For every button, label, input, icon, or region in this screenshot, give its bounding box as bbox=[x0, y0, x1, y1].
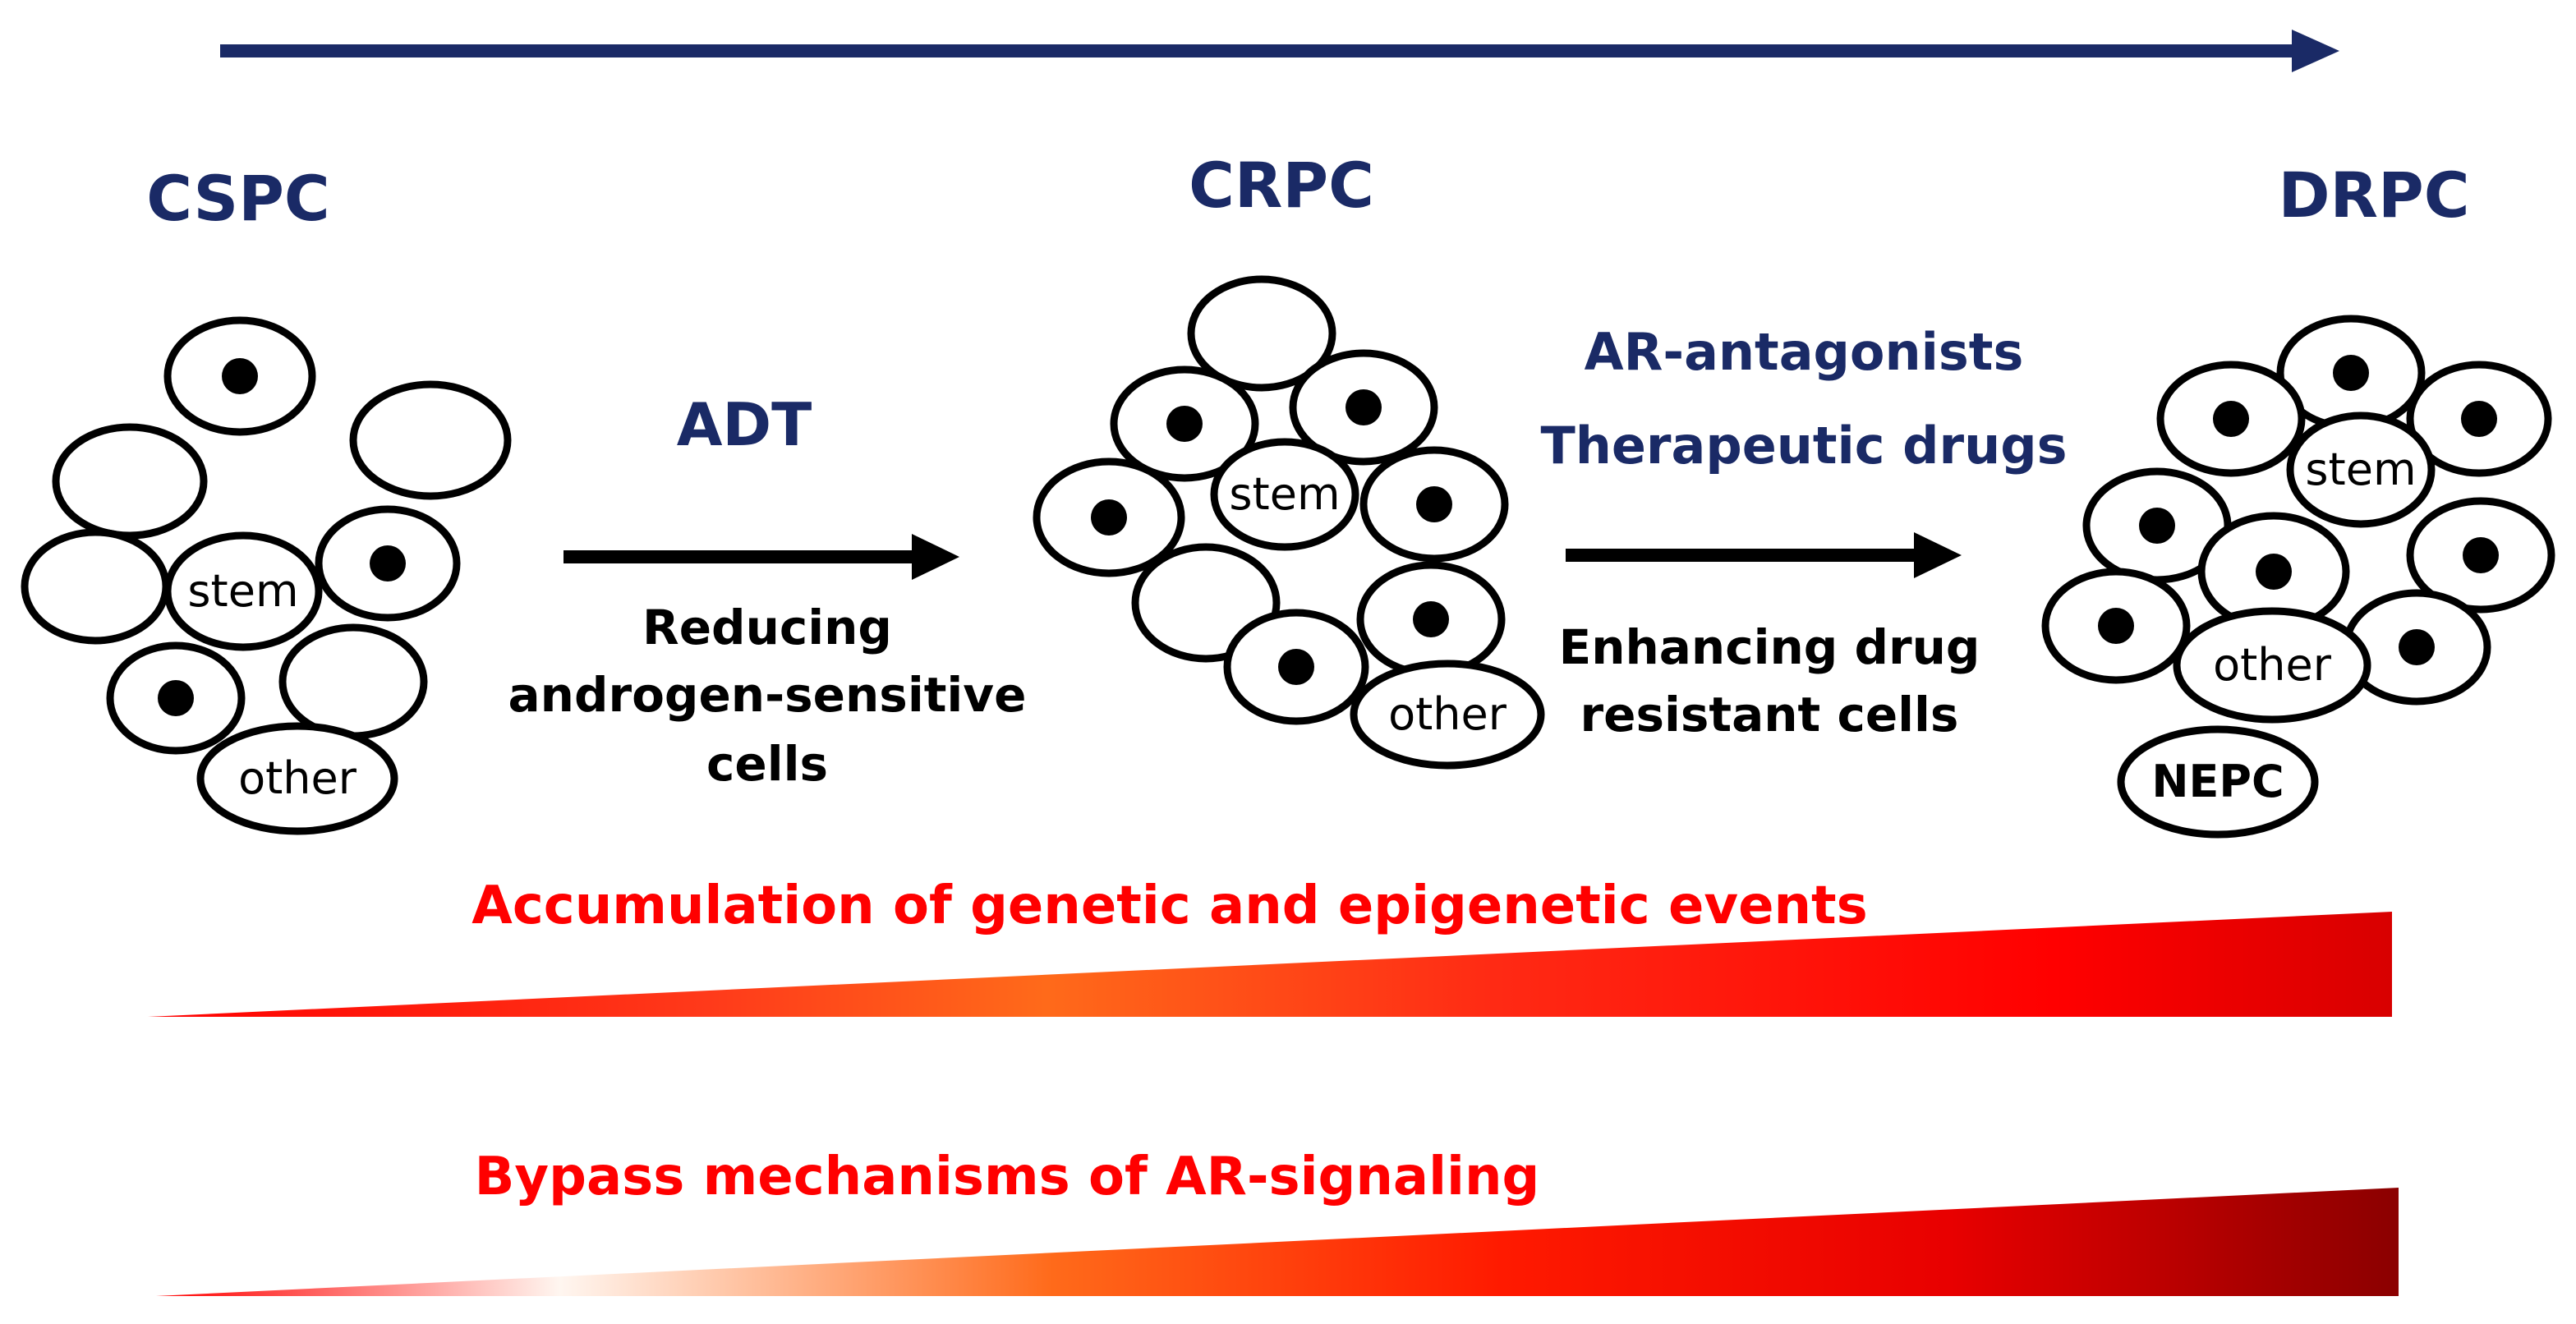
bypass-mechanisms-label: Bypass mechanisms of AR-signaling bbox=[475, 1147, 1540, 1207]
nucleus bbox=[1091, 499, 1127, 536]
stage-title-cspc: CSPC bbox=[146, 162, 329, 235]
step1-arrow bbox=[564, 534, 959, 580]
nucleus bbox=[1416, 486, 1452, 522]
cell bbox=[21, 528, 170, 645]
other-label: other bbox=[238, 752, 357, 804]
step2-arrow bbox=[1566, 532, 1962, 578]
step2-agent-2: Therapeutic drugs bbox=[1540, 416, 2067, 476]
cell bbox=[1187, 275, 1336, 392]
stem-label: stem bbox=[1229, 468, 1340, 520]
nepc-cell bbox=[2117, 725, 2319, 839]
stem-cell bbox=[1210, 438, 1359, 551]
other-cell bbox=[2173, 607, 2371, 724]
other-cell bbox=[196, 722, 398, 835]
nucleus bbox=[2333, 355, 2369, 391]
nucleus bbox=[2213, 401, 2249, 437]
nucleus bbox=[370, 545, 406, 582]
genetic-events-wedge bbox=[148, 912, 2392, 1017]
nucleus bbox=[2139, 508, 2175, 544]
drpc-cell-cluster: stem other NEPC bbox=[2041, 315, 2555, 839]
nucleus bbox=[1346, 389, 1382, 425]
step1-effect-line3: cells bbox=[706, 736, 828, 792]
nucleus bbox=[2098, 608, 2134, 644]
nucleus bbox=[2399, 629, 2435, 665]
cell bbox=[349, 380, 512, 500]
nucleus bbox=[2463, 537, 2499, 573]
stem-cell bbox=[2286, 411, 2436, 528]
stem-cell bbox=[163, 531, 323, 651]
stage-title-crpc: CRPC bbox=[1189, 149, 1374, 222]
step1-agent: ADT bbox=[677, 390, 812, 459]
progression-arrow bbox=[220, 30, 2339, 72]
cell bbox=[52, 423, 208, 540]
step2-effect-line2: resistant cells bbox=[1580, 687, 1959, 742]
genetic-events-label: Accumulation of genetic and epigenetic e… bbox=[472, 876, 1867, 936]
stem-label: stem bbox=[2305, 444, 2416, 495]
cspc-cell-cluster: stem other bbox=[21, 316, 512, 835]
other-cell bbox=[1350, 660, 1545, 770]
nucleus bbox=[158, 680, 194, 716]
nepc-label: NEPC bbox=[2151, 756, 2284, 807]
other-label: other bbox=[1388, 688, 1507, 740]
nucleus bbox=[1413, 601, 1449, 637]
stem-label: stem bbox=[187, 565, 298, 617]
bypass-mechanisms-wedge bbox=[156, 1188, 2399, 1296]
step1-effect-line2: androgen-sensitive bbox=[508, 667, 1027, 723]
step2-agent-1: AR-antagonists bbox=[1585, 322, 2024, 382]
nucleus bbox=[222, 358, 258, 394]
nucleus bbox=[2461, 401, 2497, 437]
crpc-cell-cluster: stem other bbox=[1033, 275, 1545, 770]
nucleus bbox=[1166, 406, 1203, 442]
step1-effect-line1: Reducing bbox=[642, 600, 892, 655]
nucleus bbox=[2256, 554, 2292, 590]
other-label: other bbox=[2213, 639, 2332, 691]
cell bbox=[278, 623, 428, 740]
step2-effect-line1: Enhancing drug bbox=[1559, 619, 1980, 675]
nucleus bbox=[1278, 649, 1314, 685]
stage-title-drpc: DRPC bbox=[2278, 159, 2469, 232]
